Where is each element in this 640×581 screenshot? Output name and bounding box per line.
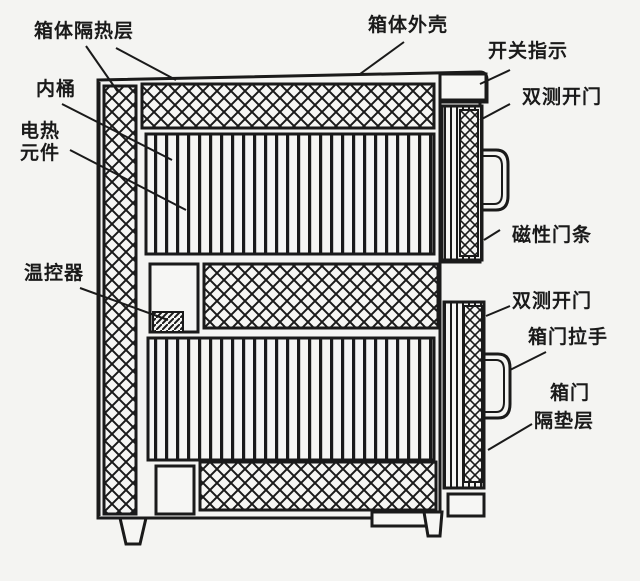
lower-side-door [442, 300, 512, 490]
bottom-tray [370, 510, 428, 528]
label-inner-tank: 内桶 [36, 78, 77, 100]
label-switch-indicator: 开关指示 [488, 40, 569, 62]
middle-insulation [202, 262, 440, 330]
upper-door-handle [482, 148, 510, 212]
bottom-compartment [154, 464, 196, 516]
label-thermostat: 温控器 [24, 262, 85, 284]
left-insulation [102, 84, 138, 516]
bottom-right-box [446, 492, 486, 518]
thermostat [152, 311, 184, 333]
label-side-door-top: 双测开门 [522, 86, 603, 108]
right-foot [422, 510, 444, 538]
label-heating-element: 电热元件 [20, 120, 61, 164]
left-foot [118, 516, 148, 546]
upper-inner-tank [144, 132, 436, 256]
label-magnetic-strip: 磁性门条 [512, 224, 593, 246]
bottom-insulation [198, 460, 438, 512]
leader-lines [61, 41, 547, 451]
upper-side-door [440, 104, 510, 262]
label-door-handle: 箱门拉手 [528, 326, 609, 348]
label-cabinet-insulation: 箱体隔热层 [34, 20, 135, 42]
label-door-insulation-line1: 箱门 [550, 382, 591, 404]
label-door-insulation-line2: 隔垫层 [534, 410, 595, 432]
switch-indicator-box [438, 72, 488, 102]
top-insulation [140, 82, 436, 130]
lower-door-handle [484, 352, 512, 420]
label-cabinet-shell: 箱体外壳 [368, 14, 449, 36]
lower-inner-tank [146, 336, 436, 462]
label-side-door-bottom: 双测开门 [512, 290, 593, 312]
